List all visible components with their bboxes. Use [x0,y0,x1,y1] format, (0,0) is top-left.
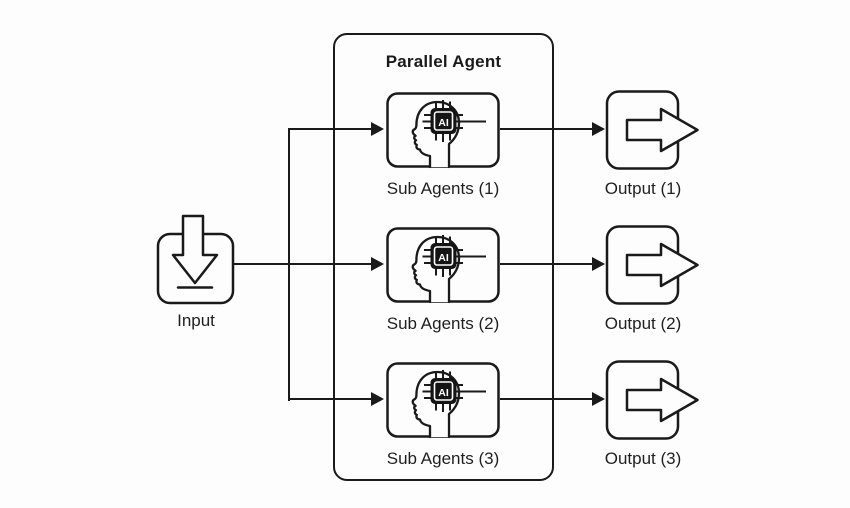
parallel-agent-container [333,33,554,481]
sub-agent-box-1 [386,92,500,169]
output-label-3: Output (3) [604,449,682,468]
arrowhead-into-output1 [592,122,605,136]
arrowhead-into-sub1 [371,122,384,136]
sub-agent-box-2 [386,227,500,304]
sub-agent-label-1: Sub Agents (1) [386,179,500,198]
output-box-1 [605,90,699,170]
connector-sub1-to-output1 [500,128,593,130]
input-label: Input [177,311,215,330]
connector-branch-to-sub3 [288,398,373,400]
connector-branch-to-sub1 [288,128,373,130]
output-label-2: Output (2) [604,314,682,333]
arrowhead-into-sub3 [371,392,384,406]
output-box-3 [605,360,699,440]
output-label-1: Output (1) [604,179,682,198]
arrowhead-into-output3 [592,392,605,406]
parallel-agent-title: Parallel Agent [385,52,502,71]
arrowhead-into-output2 [592,257,605,271]
connector-branch-trunk [288,129,290,401]
connector-sub3-to-output3 [500,398,593,400]
sub-agent-label-3: Sub Agents (3) [386,449,500,468]
input-box-icon [156,214,235,305]
connector-input-to-branch [233,263,373,265]
output-box-2 [605,225,699,305]
sub-agent-label-2: Sub Agents (2) [386,314,500,333]
sub-agent-box-3 [386,362,500,439]
arrowhead-into-sub2 [371,257,384,271]
download-arrow-icon [171,214,219,285]
connector-sub2-to-output2 [500,263,593,265]
